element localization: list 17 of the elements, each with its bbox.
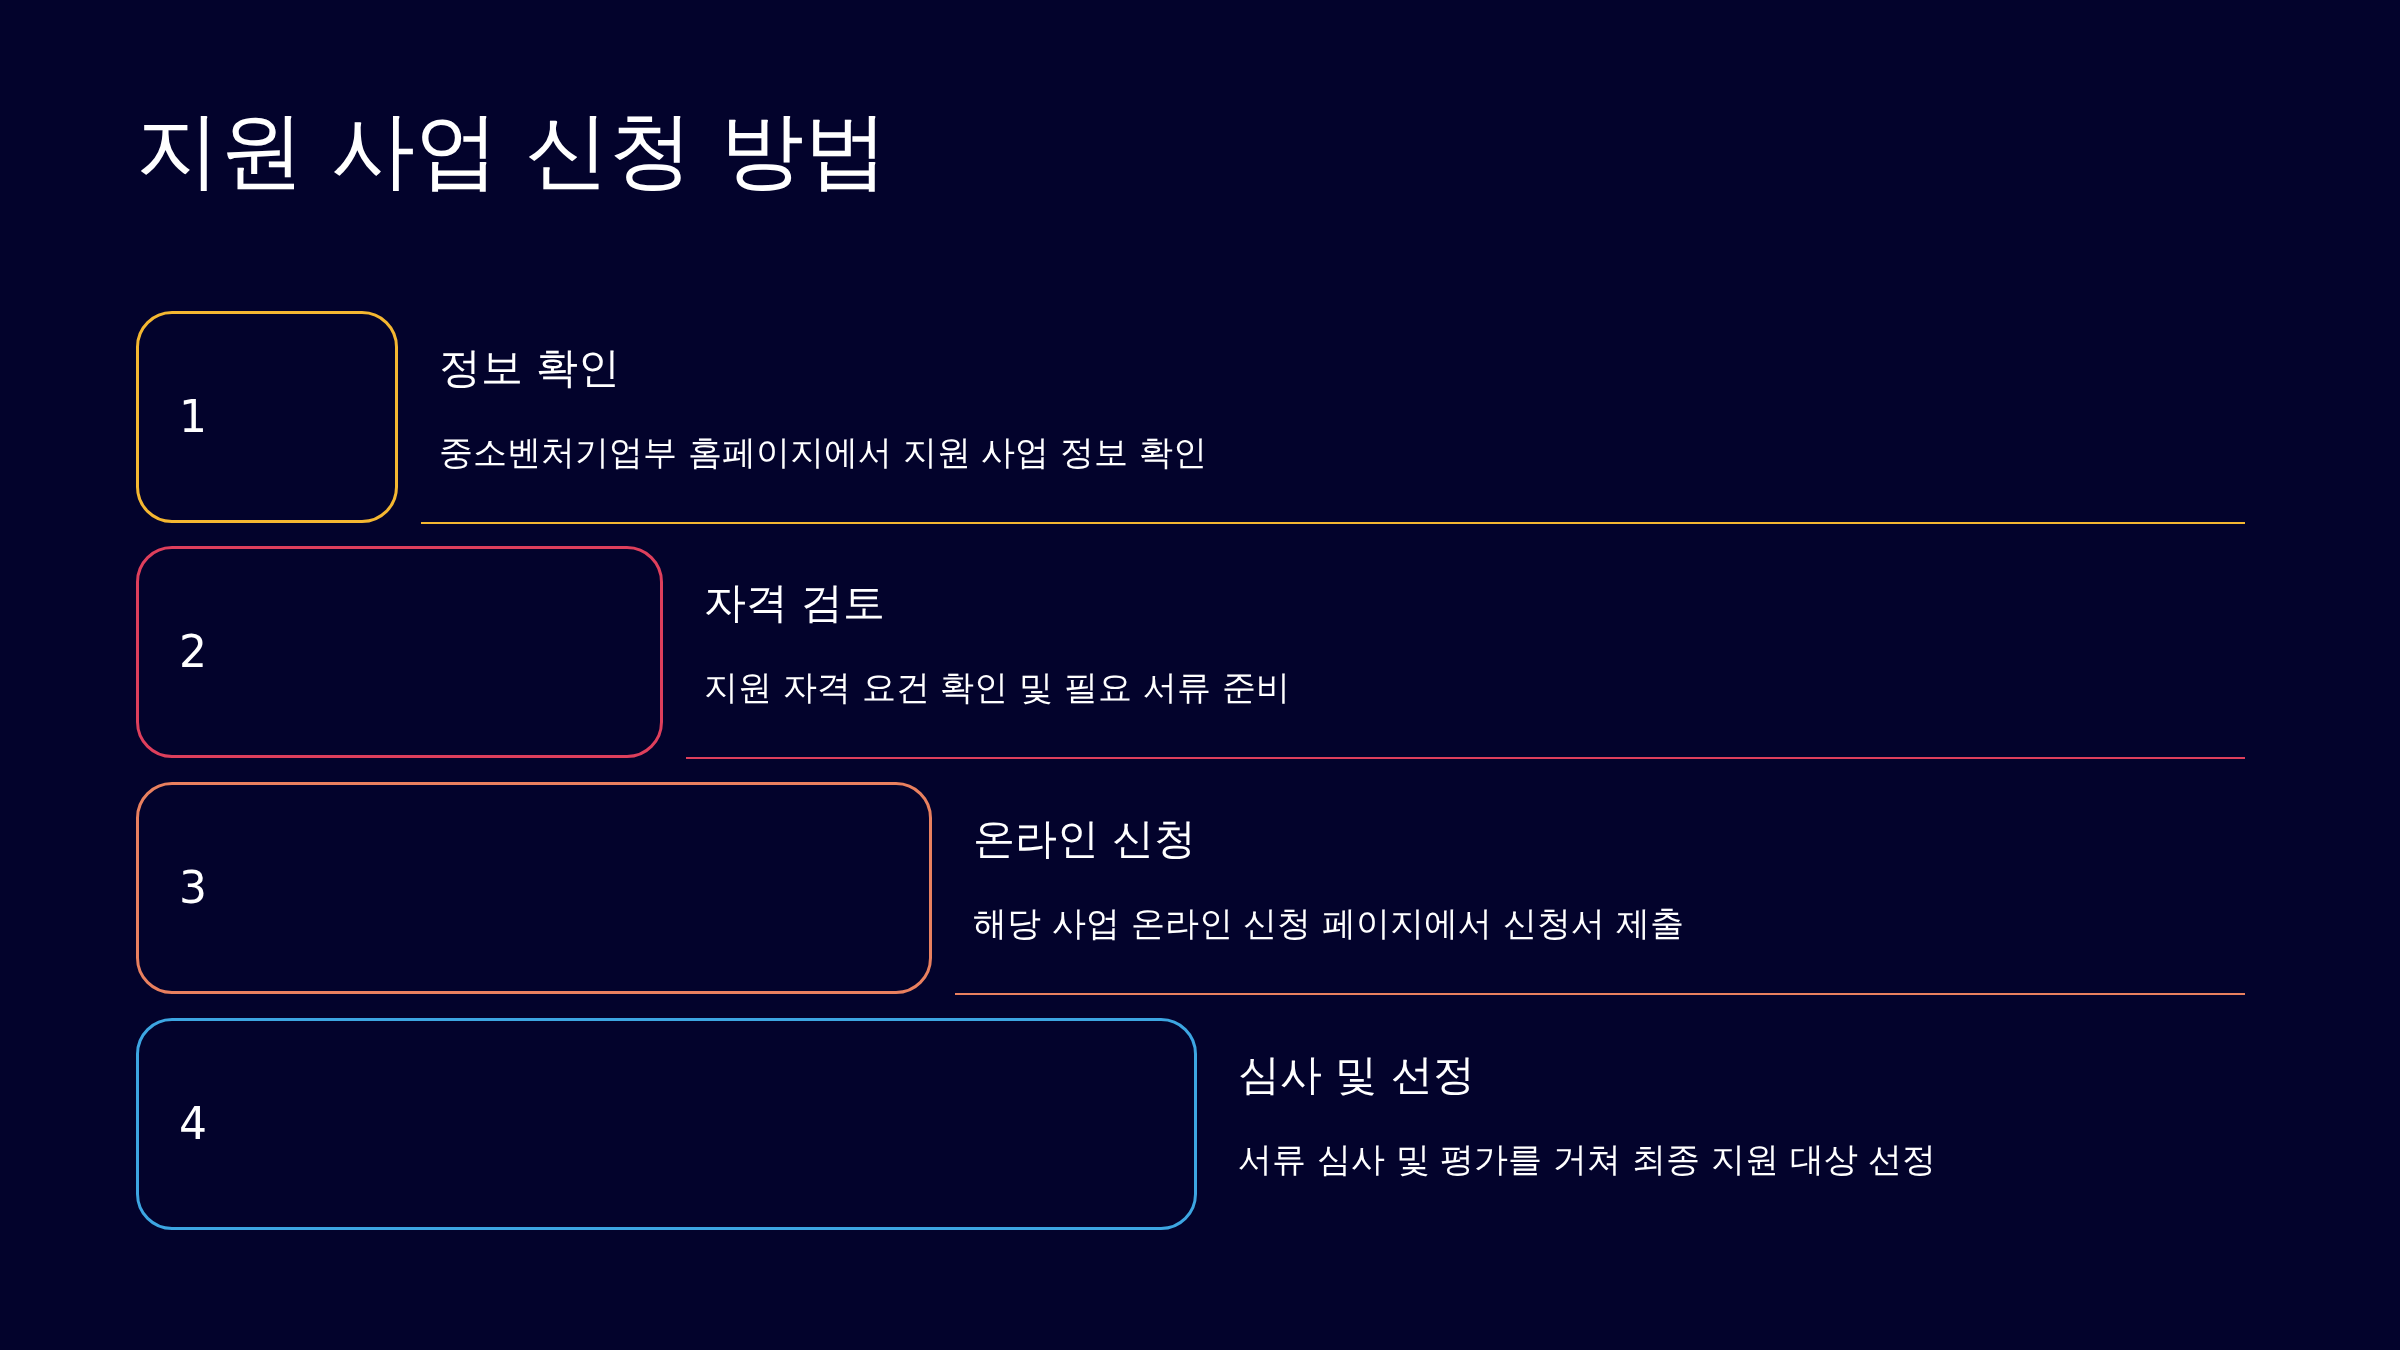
step-box <box>136 782 932 994</box>
step-description: 해당 사업 온라인 신청 페이지에서 신청서 제출 <box>973 906 1684 940</box>
step-description: 서류 심사 및 평가를 거쳐 최종 지원 대상 선정 <box>1238 1142 1937 1176</box>
step-box <box>136 546 663 758</box>
title: 지원 사업 신청 방법 <box>136 108 889 192</box>
step-box <box>136 311 398 523</box>
step-number: 3 <box>179 866 207 910</box>
step-heading: 심사 및 선정 <box>1238 1054 1475 1096</box>
step-number: 4 <box>179 1102 207 1146</box>
step-heading: 정보 확인 <box>439 347 621 389</box>
step-description: 지원 자격 요건 확인 및 필요 서류 준비 <box>704 670 1290 704</box>
step-description: 중소벤처기업부 홈페이지에서 지원 사업 정보 확인 <box>439 435 1208 469</box>
step-number: 1 <box>179 395 207 439</box>
step-heading: 자격 검토 <box>704 582 886 624</box>
step-box <box>136 1018 1197 1230</box>
step-heading: 온라인 신청 <box>973 818 1197 860</box>
step-number: 2 <box>179 630 207 674</box>
